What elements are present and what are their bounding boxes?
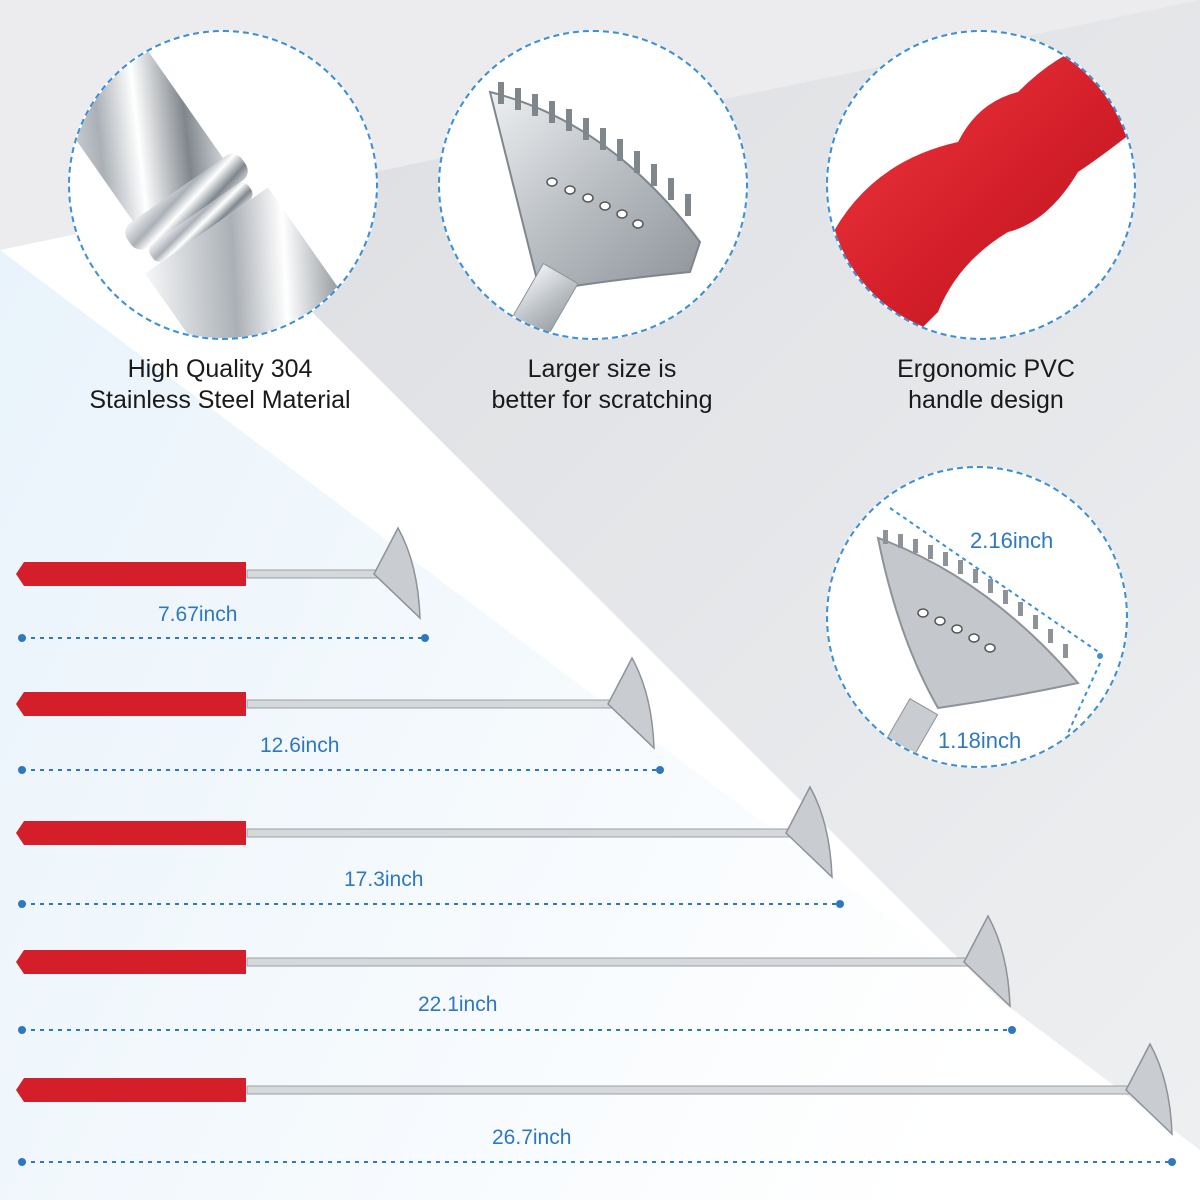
scratcher-head [1125,1042,1173,1136]
feature-caption-handle: Ergonomic PVC handle design [816,354,1156,416]
telescoping-shaft [246,699,613,709]
dimension-endpoint [18,900,26,908]
caption-line: handle design [908,386,1064,414]
telescoping-shaft [246,957,969,967]
length-label-3: 17.3inch [344,868,424,891]
telescoping-shaft [246,828,791,838]
red-handle [16,692,246,716]
head-width-label: 2.16inch [970,528,1054,553]
caption-line: High Quality 304 [127,355,313,383]
head-height-label: 1.18inch [938,728,1022,753]
red-handle [16,821,246,845]
scratcher-head [963,914,1011,1008]
caption-line: Larger size is [527,355,677,383]
dimension-endpoint [18,766,26,774]
dimension-endpoint [18,1026,26,1034]
dimension-endpoint [1168,1158,1176,1166]
length-label-2: 12.6inch [260,734,340,757]
feature-circle-handle [826,30,1136,340]
caption-line: better for scratching [491,386,713,414]
dimension-endpoint [18,634,26,642]
red-handle [16,1078,246,1102]
length-label-5: 26.7inch [492,1126,572,1149]
scratcher-head [607,656,655,750]
telescoping-shaft [246,569,379,579]
dimension-endpoint [836,900,844,908]
feature-circle-steel [68,30,378,340]
caption-line: Stainless Steel Material [89,386,351,414]
scratcher-head [373,526,421,620]
length-label-4: 22.1inch [418,993,498,1016]
dimension-endpoint [656,766,664,774]
red-handle-icon [828,42,1134,338]
telescoping-shaft [246,1085,1131,1095]
head-dimension-circle: 2.16inch 1.18inch [826,466,1128,768]
feature-caption-head: Larger size is better for scratching [432,354,772,416]
caption-line: Ergonomic PVC [897,355,1075,383]
length-label-1: 7.67inch [158,603,238,626]
red-handle [16,562,246,586]
dimension-endpoint [18,1158,26,1166]
feature-caption-steel: High Quality 304 Stainless Steel Materia… [50,354,390,416]
red-handle [16,950,246,974]
dimension-endpoint [421,634,429,642]
scratcher-head [785,785,833,879]
dimension-endpoint [1008,1026,1016,1034]
